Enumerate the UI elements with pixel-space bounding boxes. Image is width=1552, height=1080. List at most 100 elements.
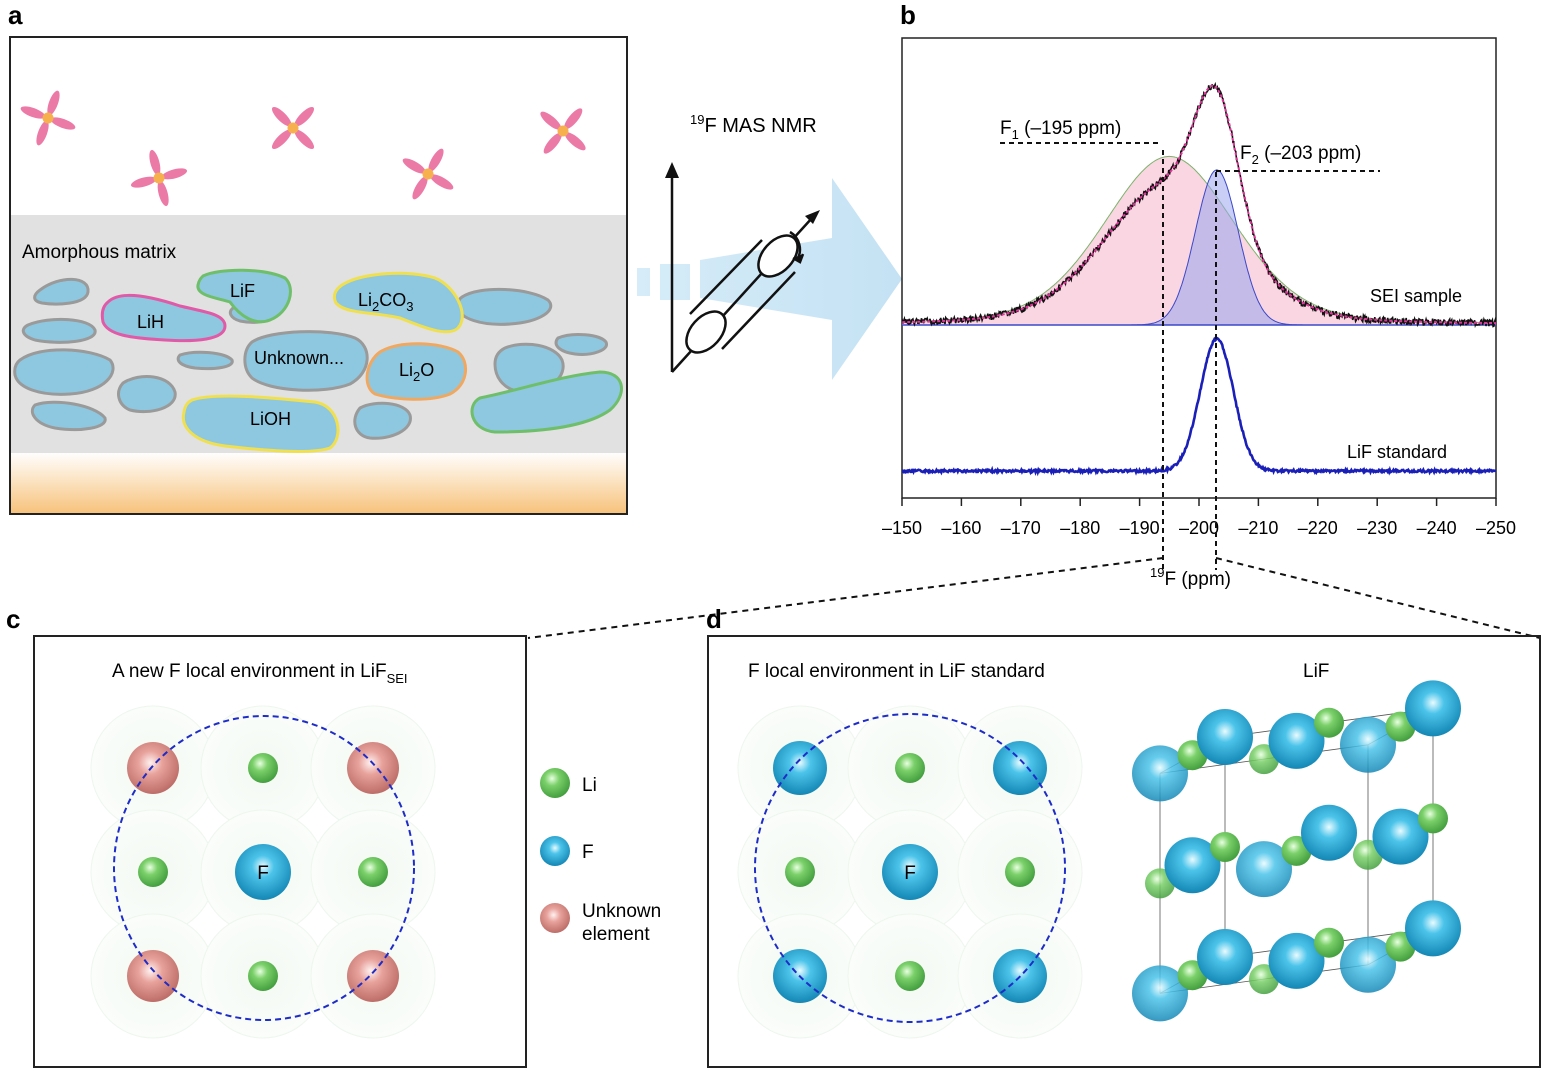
f1-symbol: F — [1000, 118, 1012, 139]
f1-subscript: 1 — [1012, 127, 1019, 142]
x-tick-label: –240 — [1417, 518, 1457, 538]
crystal-f-atom — [1197, 929, 1253, 985]
legend-unknown-label: Unknown — [582, 901, 661, 922]
particle-blob — [456, 287, 553, 326]
panel-c-title-main: A new F local environment in LiF — [112, 661, 387, 682]
crystal-li-atom — [1418, 803, 1448, 834]
li2o-base: Li — [399, 360, 413, 380]
center-f-label: F — [257, 863, 269, 884]
zoom-connectors — [527, 557, 1541, 639]
legend-unknown-swatch — [540, 903, 570, 933]
crystal-f-atom — [1164, 837, 1221, 894]
crystal-f-atom — [1268, 932, 1325, 989]
x-tick-label: –200 — [1179, 518, 1219, 538]
fluorine-atom — [882, 844, 938, 900]
center-f-label: F — [904, 863, 916, 884]
corner-atom — [993, 741, 1047, 795]
li2co3-mid: CO — [379, 290, 406, 310]
particle-blob — [243, 330, 369, 392]
nmr-label-sup: 19 — [690, 112, 704, 127]
f2-symbol: F — [1240, 143, 1252, 164]
x-tick-label: –220 — [1298, 518, 1338, 538]
x-tick-label: –250 — [1476, 518, 1516, 538]
legend-unknown-label-line2: element — [582, 924, 650, 945]
particle-li2co3-label: Li2CO3 — [358, 290, 413, 314]
corner-atom — [127, 742, 179, 794]
particle-li2co3 — [332, 271, 464, 334]
crystal-li-atom — [1210, 832, 1240, 862]
lif-standard-trace — [902, 336, 1496, 477]
f2-value: (–203 ppm) — [1259, 143, 1361, 164]
x-axis-label-text: F (ppm) — [1164, 569, 1231, 590]
x-axis-label-sup: 19 — [1150, 565, 1164, 580]
legend-f-label: F — [582, 842, 594, 863]
li2o-sub1: 2 — [413, 369, 420, 384]
x-tick-label: –170 — [1001, 518, 1041, 538]
legend-li-label: Li — [582, 775, 597, 796]
crystal-f-atom — [1236, 841, 1292, 898]
particle-unknown-label: Unknown... — [254, 348, 344, 368]
particle-green-rim — [470, 370, 623, 434]
panel-b-letter: b — [900, 0, 916, 30]
particle-lif — [196, 268, 292, 324]
x-axis-label: 19F (ppm) — [1150, 565, 1231, 590]
lithium-atom — [895, 961, 925, 991]
particle-lih — [100, 293, 227, 343]
crystal-title: LiF — [1303, 661, 1329, 682]
fluorine-atom — [235, 844, 291, 900]
particle-lioh-label: LiOH — [250, 409, 291, 429]
lif-standard-label: LiF standard — [1347, 442, 1447, 462]
particle-blob — [117, 375, 177, 414]
crystal-f-atom — [1197, 709, 1253, 765]
particle-blob — [33, 277, 90, 306]
crystal-li-atom — [1314, 927, 1344, 958]
lithium-atom — [248, 753, 278, 783]
lattice-standard: F — [737, 705, 1083, 1039]
nmr-label: 19F MAS NMR — [690, 112, 817, 137]
solvent-molecule-icon — [402, 148, 454, 200]
particle-li2o-label: Li2O — [399, 360, 434, 384]
solvent-molecule-icon — [130, 149, 188, 207]
li2co3-base: Li — [358, 290, 372, 310]
panel-d: d F local environment in LiF standard Li… — [706, 604, 1541, 1068]
panel-d-title: F local environment in LiF standard — [748, 661, 1045, 682]
crystal-f-atom — [1340, 936, 1396, 993]
solvent-molecule-icon — [271, 106, 315, 150]
panel-a-letter: a — [8, 0, 23, 30]
particle-blob — [13, 348, 115, 396]
amorphous-matrix-label: Amorphous matrix — [22, 242, 177, 263]
panel-c: c A new F local environment in LiFSEI F — [6, 604, 527, 1068]
panel-a-substrate — [10, 452, 627, 514]
x-tick-label: –210 — [1238, 518, 1278, 538]
panel-c-frame — [33, 635, 527, 1068]
panel-b: b –150–160–170–180–190–200–210–220–230–2… — [882, 0, 1516, 590]
x-tick-label: –150 — [882, 518, 922, 538]
lithium-atom — [785, 857, 815, 887]
f1-annotation: F1 (–195 ppm) — [1000, 118, 1121, 142]
lithium-atom — [1005, 857, 1035, 887]
lithium-atom — [138, 857, 168, 887]
lif-crystal-structure — [1132, 680, 1461, 1022]
crystal-f-atom — [1268, 712, 1325, 769]
coordination-dashed-circle-standard — [754, 713, 1066, 1023]
lithium-atom — [358, 857, 388, 887]
legend-li-swatch — [540, 768, 570, 798]
nmr-rotor-icon — [685, 230, 805, 354]
particle-li2o — [365, 342, 467, 401]
coordination-dashed-circle — [113, 715, 415, 1021]
lattice-unknown: F — [90, 705, 436, 1039]
li2o-mid: O — [420, 360, 434, 380]
particle-lih-label: LiH — [137, 312, 164, 332]
big-arrow — [637, 178, 902, 380]
particle-blob — [21, 317, 97, 344]
li2co3-sub2: 3 — [406, 299, 413, 314]
sei-sample-label: SEI sample — [1370, 286, 1462, 306]
particle-lioh — [181, 394, 340, 454]
spectrum-traces — [902, 81, 1496, 477]
panel-c-letter: c — [6, 604, 20, 634]
crystal-f-atom — [1132, 965, 1188, 1022]
corner-atom — [127, 950, 179, 1002]
panel-a-frame — [9, 36, 628, 515]
li2co3-sub1: 2 — [372, 299, 379, 314]
